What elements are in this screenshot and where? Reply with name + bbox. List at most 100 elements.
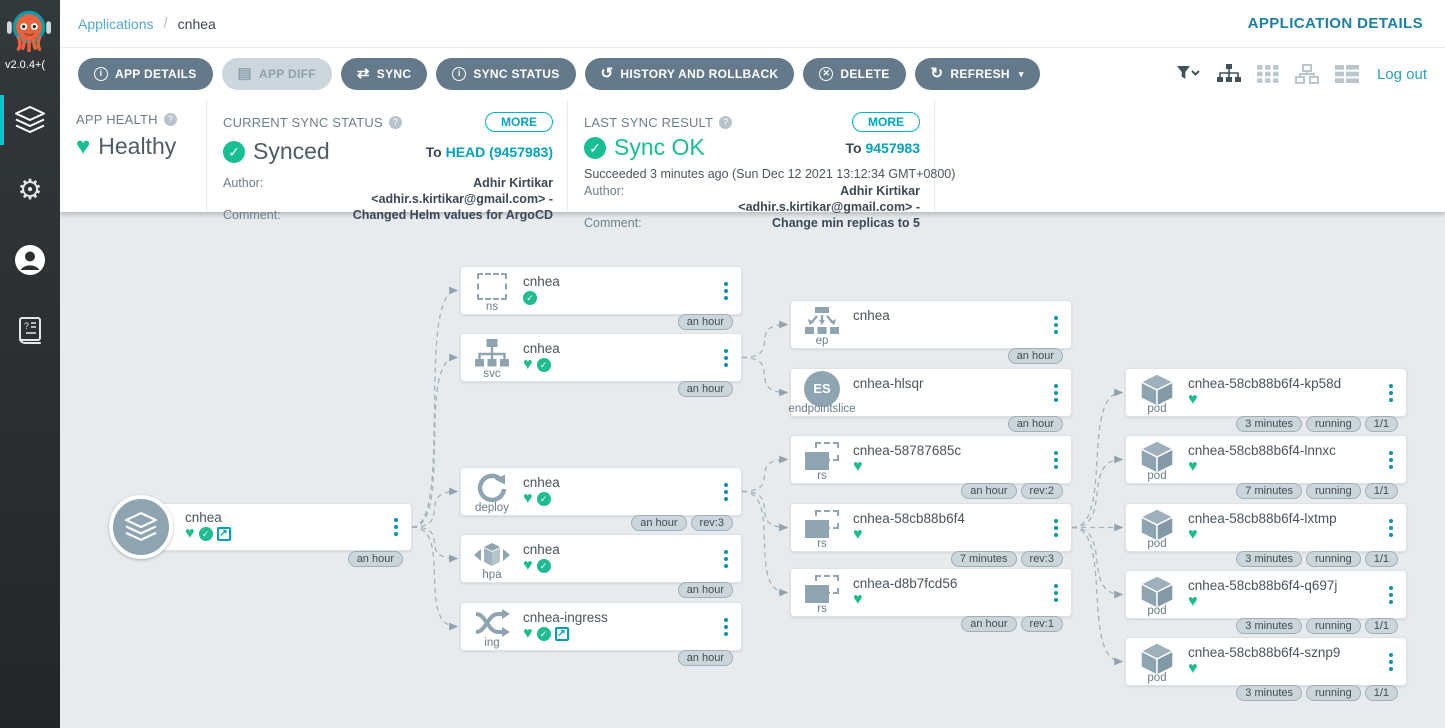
node-badge: 1/1 [1364,416,1398,432]
node-menu-button[interactable] [1041,504,1071,551]
sidebar-item-settings[interactable]: ⚙ [0,159,60,221]
sync-ok-check-icon: ✓ [584,136,606,159]
app-health-section: APP HEALTH ? ♥ Healthy [60,100,207,212]
resource-name: cnhea [523,475,560,490]
sidebar-item-user[interactable] [0,229,60,291]
gear-icon: ⚙ [17,174,43,205]
network-view-icon[interactable] [1294,64,1319,84]
node-menu-button[interactable] [1041,436,1071,483]
node-menu-button[interactable] [711,468,741,515]
edge-svc-es [741,356,789,397]
node-badge: 7 minutes [1236,483,1302,499]
node-badge: an hour [347,551,403,567]
node-menu-button[interactable] [1376,504,1406,551]
refresh-button[interactable]: ↻ REFRESH ▾ [914,58,1040,90]
app-details-button[interactable]: i APP DETAILS [78,58,213,90]
comment-value: Change min replicas to 5 [772,216,920,230]
node-badge: rev:3 [690,515,733,531]
node-menu-button[interactable] [711,334,741,381]
sync-more-button[interactable]: MORE [485,112,553,132]
sync-status-button[interactable]: i SYNC STATUS [436,58,576,90]
graph-edges [411,286,1124,666]
healthy-heart-icon: ♥ [523,557,533,574]
filter-icon[interactable] [1176,66,1201,82]
node-badge: 1/1 [1364,483,1398,499]
help-icon[interactable]: ? [388,115,402,129]
tiles-view-icon[interactable] [1256,65,1279,83]
resource-name: cnhea [523,542,560,557]
toolbar-right: Log out [1176,64,1427,84]
ingress-icon [475,608,510,637]
app-diff-button[interactable]: ▤ APP DIFF [221,58,332,90]
last-sync-target-revision[interactable]: 9457983 [865,139,920,156]
pod-icon [1139,641,1175,676]
sidebar-item-docs[interactable]: ? [0,299,60,361]
logout-link[interactable]: Log out [1376,65,1427,83]
last-sync-section: LAST SYNC RESULT ? MORE ✓ Sync OK To 945… [568,100,955,230]
author-value: Adhir Kirtikar <adhir.s.kirtikar@gmail.c… [738,184,920,214]
node-menu-button[interactable] [1376,369,1406,416]
resource-kind-label: ing [484,637,500,649]
breadcrumb-applications[interactable]: Applications [78,15,154,32]
sync-button[interactable]: ⇄ SYNC [340,58,428,90]
node-menu-button[interactable] [1376,436,1406,483]
node-menu-button[interactable] [1376,638,1406,685]
resource-kind-label: pod [1147,605,1167,617]
node-badge: rev:2 [1020,483,1063,499]
list-view-icon[interactable] [1334,65,1359,83]
node-menu-button[interactable] [381,504,411,550]
edge-rs2-pod2 [1071,455,1124,529]
external-link-icon[interactable]: ↗ [554,627,569,641]
last-sync-more-button[interactable]: MORE [852,112,920,132]
app-health-value: Healthy [98,133,177,159]
page-title: APPLICATION DETAILS [1247,15,1423,32]
graph-node-ns[interactable]: ns cnhea ✓ an hour [460,266,742,330]
pod-icon [1139,439,1175,474]
node-menu-button[interactable] [711,603,741,650]
resource-name: cnhea-58787685c [853,443,962,458]
delete-button[interactable]: ✕ DELETE [803,58,906,90]
graph-node-app[interactable]: cnhea ♥✓↗ an hour [109,495,412,567]
tree-view-icon[interactable] [1216,64,1241,84]
graph-node-ing[interactable]: ing cnhea-ingress ♥✓↗ an hour [460,602,742,666]
graph-node-svc[interactable]: svc cnhea ♥✓ an hour [460,333,742,397]
status-bar: APP HEALTH ? ♥ Healthy CURRENT SYNC STAT… [60,100,1445,230]
node-menu-button[interactable] [1041,369,1071,416]
sidebar: v2.0.4+( ⚙ ? [0,0,60,728]
node-menu-button[interactable] [1041,569,1071,616]
edge-rs2-pod4 [1071,526,1124,599]
edge-app-svc [411,353,459,528]
node-badge: an hour [631,515,687,531]
docs-icon: ? [17,316,43,344]
resource-name: cnhea-58cb88b6f4-kp58d [1188,376,1342,391]
graph-node-ep[interactable]: ep cnhea an hour [790,300,1072,364]
help-icon[interactable]: ? [719,115,733,129]
resource-kind-label: pod [1147,403,1167,415]
node-menu-button[interactable] [1376,571,1406,618]
sidebar-item-applications[interactable] [0,89,60,151]
edge-svc-ep [741,320,789,359]
help-icon[interactable]: ? [163,113,177,126]
comment-value: Changed Helm values for ArgoCD [352,208,553,222]
node-menu-button[interactable] [1041,301,1071,348]
edge-app-deploy [411,487,459,528]
graph-node-hpa[interactable]: hpa cnhea ♥✓ an hour [460,534,742,598]
node-menu-button[interactable] [711,267,741,314]
sync-target-revision[interactable]: HEAD (9457983) [445,143,553,160]
node-menu-button[interactable] [711,535,741,582]
edge-rs2-pod1 [1071,388,1124,529]
last-sync-label: LAST SYNC RESULT [584,114,714,130]
history-rollback-button[interactable]: ↺ HISTORY AND ROLLBACK [584,58,795,90]
external-link-icon[interactable]: ↗ [216,527,231,541]
to-label: To [845,139,866,156]
